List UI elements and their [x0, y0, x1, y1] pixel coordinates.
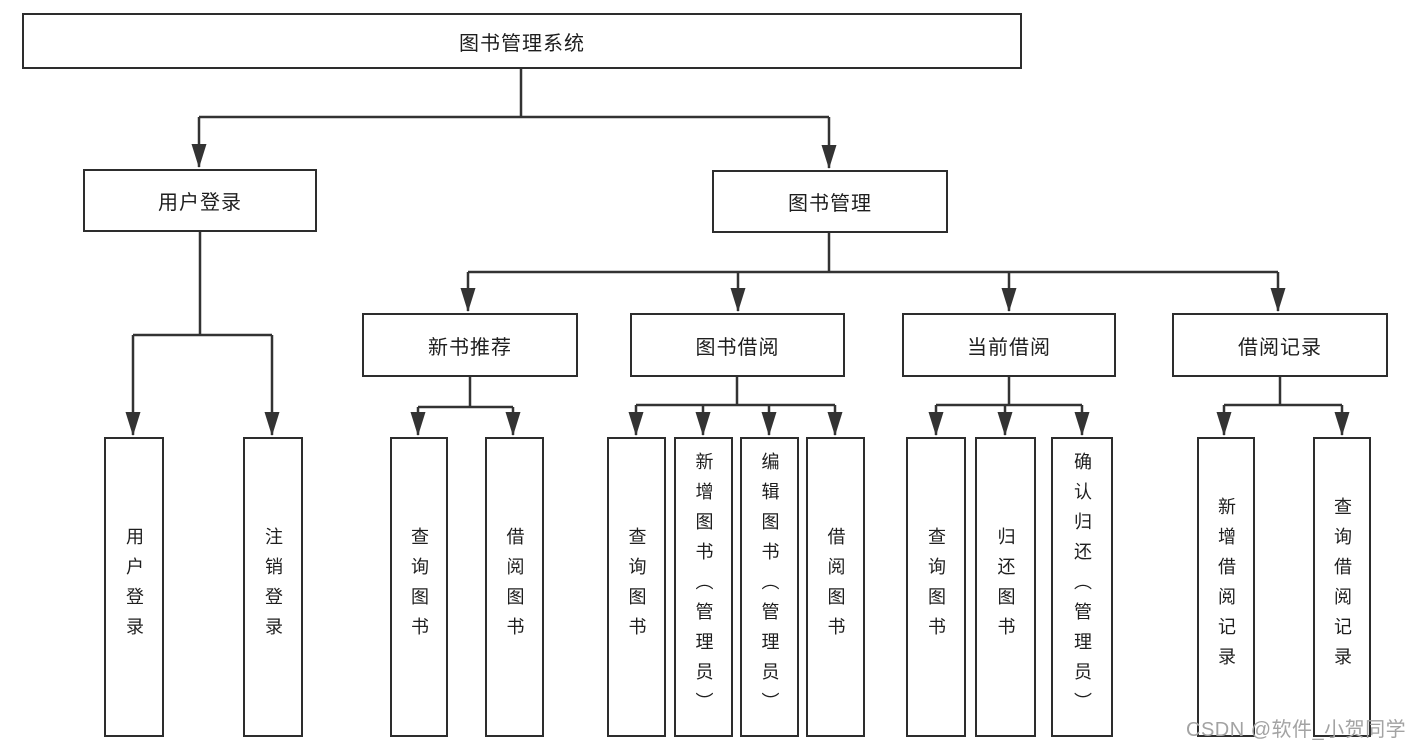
arrowhead-icon — [1216, 412, 1232, 436]
watermark: CSDN @软件_小贺同学 — [1186, 713, 1405, 742]
node-label: 新增图书（管理员） — [693, 452, 714, 722]
node-label: 归还图书 — [995, 527, 1016, 647]
node-label: 查询图书 — [626, 527, 647, 647]
node-user-login: 用户登录 — [83, 169, 317, 232]
arrowhead-icon — [191, 144, 207, 168]
node-label: 注销登录 — [263, 527, 283, 647]
arrowhead-icon — [264, 412, 280, 436]
arrowhead-icon — [1270, 288, 1286, 312]
arrowhead-icon — [1001, 288, 1017, 312]
node-bb-borrow-book: 借阅图书 — [806, 437, 865, 737]
arrowhead-icon — [997, 412, 1013, 436]
node-cb-return-book: 归还图书 — [975, 437, 1036, 737]
node-rec-query-book: 查询图书 — [390, 437, 448, 737]
arrowhead-icon — [628, 412, 644, 436]
node-cb-query-book: 查询图书 — [906, 437, 966, 737]
node-br-query-record: 查询借阅记录 — [1313, 437, 1371, 737]
node-label: 借阅图书 — [825, 527, 846, 647]
node-book-mgmt: 图书管理 — [712, 170, 948, 233]
node-label: 图书管理 — [788, 193, 872, 215]
node-label: 查询图书 — [926, 527, 946, 647]
arrowhead-icon — [1074, 412, 1090, 436]
arrowhead-icon — [460, 288, 476, 312]
node-bb-add-book: 新增图书（管理员） — [674, 437, 733, 737]
node-label: 查询借阅记录 — [1332, 497, 1352, 677]
arrowhead-icon — [505, 412, 521, 436]
node-root: 图书管理系统 — [22, 13, 1022, 69]
node-label: 当前借阅 — [967, 336, 1051, 359]
arrowhead-icon — [410, 412, 426, 436]
watermark-brand: CSDN — [1186, 719, 1245, 741]
node-label: 新增借阅记录 — [1216, 497, 1236, 677]
arrowhead-icon — [695, 412, 711, 436]
node-bb-edit-book: 编辑图书（管理员） — [740, 437, 799, 737]
arrowhead-icon — [761, 412, 777, 436]
node-label: 用户登录 — [124, 527, 144, 647]
node-rec-borrow-book: 借阅图书 — [485, 437, 544, 737]
node-label: 编辑图书（管理员） — [759, 452, 780, 722]
node-current-borrow: 当前借阅 — [902, 313, 1116, 377]
arrowhead-icon — [827, 412, 843, 436]
node-cb-confirm: 确认归还（管理员） — [1051, 437, 1113, 737]
node-login: 用户登录 — [104, 437, 164, 737]
node-label: 用户登录 — [158, 192, 242, 214]
node-label: 借阅记录 — [1238, 336, 1322, 359]
node-logout: 注销登录 — [243, 437, 303, 737]
arrowhead-icon — [821, 145, 837, 169]
node-label: 借阅图书 — [504, 527, 525, 647]
node-label: 图书管理系统 — [459, 32, 585, 55]
watermark-handle: @软件_小贺同学 — [1250, 719, 1405, 741]
node-book-borrow: 图书借阅 — [630, 313, 845, 377]
node-br-add-record: 新增借阅记录 — [1197, 437, 1255, 737]
node-label: 查询图书 — [409, 527, 429, 647]
node-label: 确认归还（管理员） — [1072, 452, 1092, 722]
node-borrow-record: 借阅记录 — [1172, 313, 1388, 377]
arrowhead-icon — [125, 412, 141, 436]
arrowhead-icon — [928, 412, 944, 436]
node-bb-query-book: 查询图书 — [607, 437, 666, 737]
arrowhead-icon — [730, 288, 746, 312]
node-label: 新书推荐 — [428, 336, 512, 359]
arrowhead-icon — [1334, 412, 1350, 436]
node-label: 图书借阅 — [695, 336, 780, 359]
node-new-book-rec: 新书推荐 — [362, 313, 578, 377]
